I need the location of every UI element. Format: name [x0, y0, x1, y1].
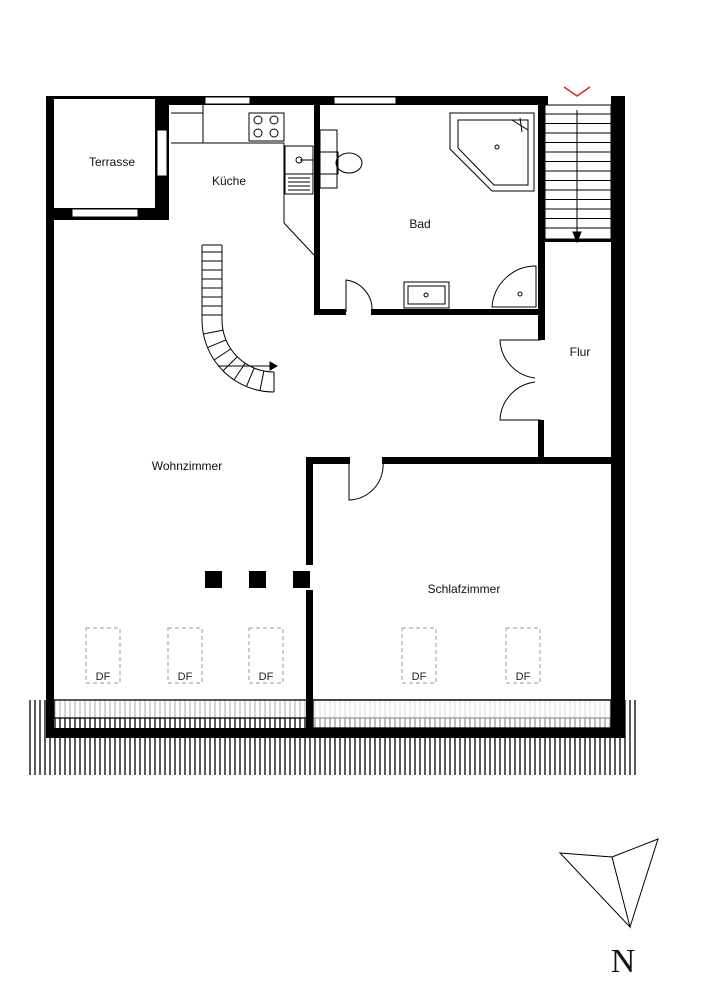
skylight-label: DF	[96, 671, 111, 683]
skylights: DF DF DF DF DF	[85, 627, 541, 684]
compass-arrow-icon	[558, 838, 659, 929]
interior-walls	[306, 105, 617, 730]
skylight-label: DF	[259, 671, 274, 683]
entrance-stair	[544, 104, 612, 244]
room-label-schlafzimmer: Schlafzimmer	[428, 582, 501, 596]
skylight-frame	[401, 627, 437, 684]
north-compass: N	[558, 838, 659, 980]
room-label-flur: Flur	[570, 345, 591, 359]
skylight-frame	[248, 627, 284, 684]
skylight-frame	[167, 627, 203, 684]
skylight-label: DF	[412, 671, 427, 683]
room-label-kueche: Küche	[212, 174, 246, 188]
doors	[345, 279, 541, 501]
skylight-label: DF	[516, 671, 531, 683]
skylight-label: DF	[178, 671, 193, 683]
room-label-terrasse: Terrasse	[89, 155, 135, 169]
columns	[205, 571, 310, 588]
skylight-frame	[505, 627, 541, 684]
room-label-wohnzimmer: Wohnzimmer	[152, 459, 222, 473]
compass-north-label: N	[611, 943, 636, 980]
windows	[71, 96, 397, 218]
bathroom-fixtures	[319, 112, 537, 309]
spiral-stair	[201, 244, 279, 393]
room-label-bad: Bad	[409, 217, 430, 231]
entrance-marker	[563, 86, 591, 97]
kitchen-fixtures	[171, 105, 318, 256]
skylight-frame	[85, 627, 121, 684]
